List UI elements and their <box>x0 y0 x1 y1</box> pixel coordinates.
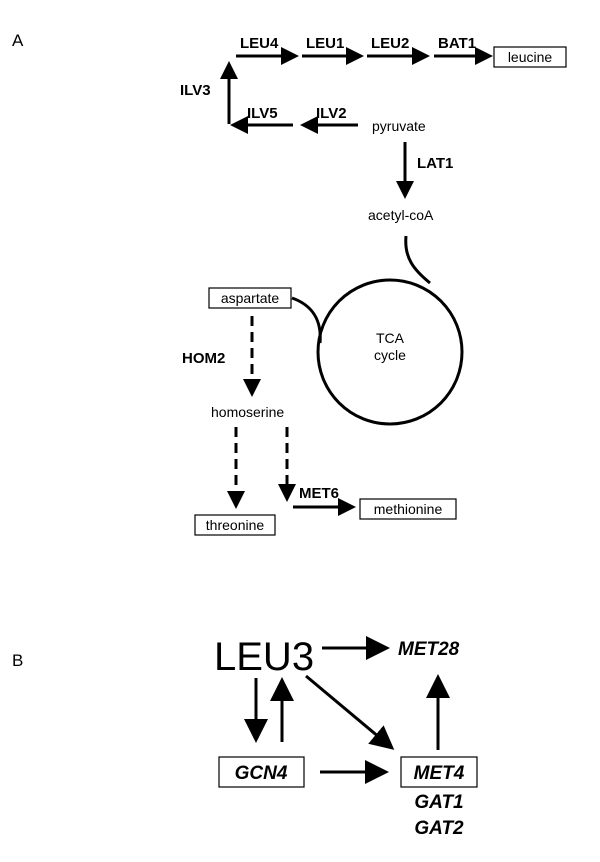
metabolite-homoserine: homoserine <box>211 404 284 420</box>
leucine-box <box>493 46 567 68</box>
metabolite-aspartate: aspartate <box>221 290 280 306</box>
tca-label: TCA <box>376 330 405 346</box>
regulator-leu3: LEU3 <box>214 635 314 679</box>
threonine-box <box>194 514 276 536</box>
gene-hom2: HOM2 <box>182 350 225 367</box>
aspartate-box <box>208 287 292 309</box>
tca-cycle-circle <box>316 278 464 426</box>
gene-leu2: LEU2 <box>371 35 409 52</box>
panel-label-a: A <box>12 31 24 50</box>
panel-label-b: B <box>12 651 23 670</box>
methionine-box <box>359 498 457 520</box>
metabolite-acetyl-coa: acetyl-coA <box>368 207 434 223</box>
tca-label-cycle: cycle <box>374 347 406 363</box>
metabolite-pyruvate: pyruvate <box>372 118 426 134</box>
gene-met4: MET4 <box>414 763 465 784</box>
gcn4-box <box>218 756 305 788</box>
arrow-leu3-met4 <box>305 674 395 750</box>
gene-leu4: LEU4 <box>240 35 279 52</box>
gene-ilv2: ILV2 <box>316 105 347 122</box>
gene-gcn4: GCN4 <box>235 763 288 784</box>
gene-ilv5: ILV5 <box>247 105 278 122</box>
gene-gat2: GAT2 <box>414 818 464 839</box>
metabolite-leucine: leucine <box>508 49 553 65</box>
gene-met6: MET6 <box>299 485 339 502</box>
gene-bat1: BAT1 <box>438 35 476 52</box>
gene-leu1: LEU1 <box>306 35 344 52</box>
metabolite-methionine: methionine <box>374 501 443 517</box>
met4-box <box>400 756 478 788</box>
connector-aspartate-tca <box>291 296 322 344</box>
metabolite-threonine: threonine <box>206 517 265 533</box>
gene-gat1: GAT1 <box>414 792 463 813</box>
gene-met28: MET28 <box>398 639 460 660</box>
gene-lat1: LAT1 <box>417 155 453 172</box>
connector-acetylcoa-tca <box>404 235 431 285</box>
gene-ilv3: ILV3 <box>180 82 211 99</box>
